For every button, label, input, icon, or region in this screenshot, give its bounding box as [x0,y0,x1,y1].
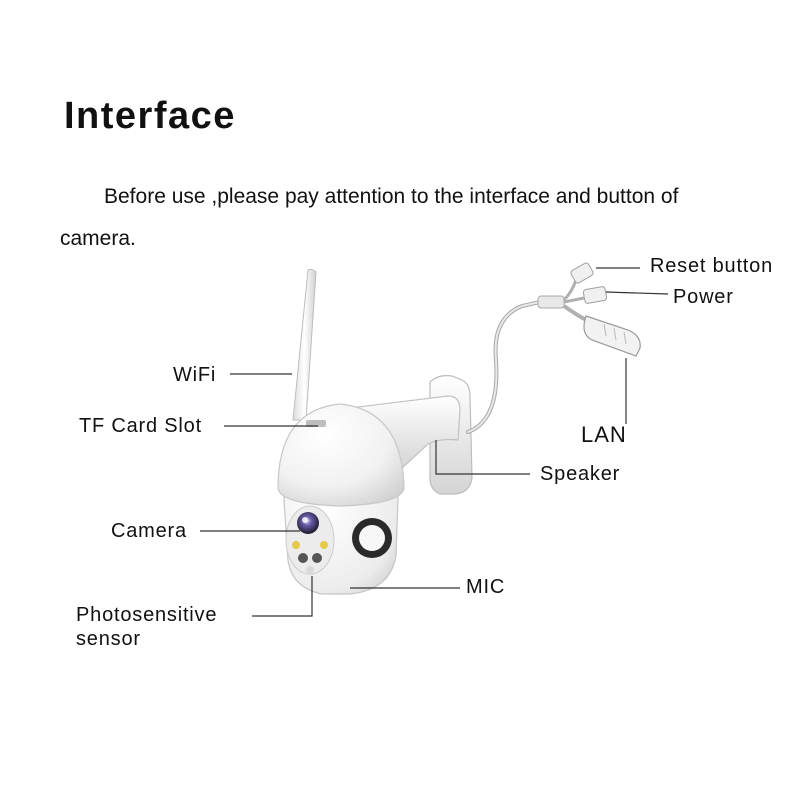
photosensitive-sensor-label-line2: sensor [76,628,141,650]
speaker-label: Speaker [540,463,621,485]
mic-label: MIC [466,576,506,598]
speaker-leader [435,440,530,475]
antenna-icon [292,268,317,421]
page-title: Interface [64,95,236,137]
reset-button-label: Reset button [650,255,774,277]
connector-cable-icon [537,262,641,357]
tf-card-slot-label: TF Card Slot [79,415,202,437]
camera-device-illustration [277,268,542,595]
photosensitive-leader [252,576,313,617]
photosensitive-sensor-label-line1: Photosensitive [76,604,218,626]
lan-label: LAN [581,422,627,447]
power-leader [605,291,669,295]
intro-text: Before use ,please pay attention to the … [60,185,679,250]
wifi-label: WiFi [173,364,217,386]
power-label: Power [673,286,734,308]
camera-label: Camera [111,520,187,542]
